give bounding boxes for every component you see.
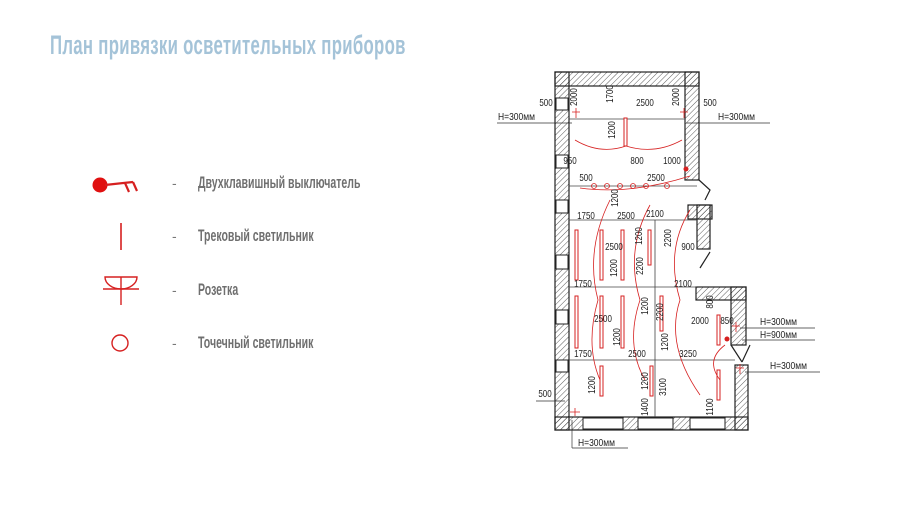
leader-lines (497, 122, 820, 449)
dimension-label: 1200 (606, 121, 617, 139)
dimension-label: 2500 (628, 348, 646, 359)
dimension-label: 1700 (604, 85, 615, 103)
dimension-label: 1400 (639, 398, 650, 416)
legend-item-socket (85, 275, 155, 305)
height-label: H=300мм (760, 316, 797, 327)
track-lights (574, 117, 721, 401)
dimension-label: 2000 (670, 88, 681, 106)
dimension-label: 1200 (633, 227, 644, 245)
dimension-label: 2200 (634, 257, 645, 275)
height-label: H=300мм (770, 360, 807, 371)
dimension-label: 2500 (594, 313, 612, 324)
double-switch-icon (92, 177, 139, 193)
legend-label-track: Трековый светильник (198, 226, 314, 245)
dimension-label: 1200 (659, 333, 670, 351)
dimension-label: 1200 (586, 376, 597, 394)
partitions (569, 118, 735, 417)
legend-item-track (85, 222, 155, 252)
legend-label-switch: Двухклавишный выключатель (198, 173, 361, 192)
dimension-label: 2500 (605, 241, 623, 252)
dimension-label: 1000 (663, 155, 681, 166)
dimension-label: 3100 (657, 378, 668, 396)
legend-item-switch (85, 170, 155, 200)
switches (683, 166, 730, 342)
legend-label-spot: Точечный светильник (198, 333, 314, 352)
page-title: План привязки осветительных приборов (50, 30, 406, 60)
dimension-label: 2500 (636, 97, 654, 108)
legend-label-socket: Розетка (198, 280, 239, 299)
sockets (570, 108, 744, 416)
dimension-label: 1200 (609, 189, 620, 207)
dimension-label: 900 (681, 241, 694, 252)
legend-dash: - (172, 175, 177, 191)
legend-dash: - (172, 335, 177, 351)
dimension-label: 1200 (611, 328, 622, 346)
dimension-label: 2200 (654, 303, 665, 321)
height-label: H=900мм (760, 329, 797, 340)
dimension-label: 2000 (691, 315, 709, 326)
legend-item-spot (85, 328, 155, 358)
dimension-label: 850 (720, 315, 733, 326)
height-label: H=300мм (578, 437, 615, 448)
dimension-label: 1100 (704, 398, 715, 415)
dimension-label: 2100 (646, 208, 664, 219)
dimension-labels: 500 2000 1700 2500 2000 500 1200 950 800 1000 500 2… (538, 85, 733, 416)
height-label: H=300мм (718, 111, 755, 122)
dimension-label: 500 (539, 97, 552, 108)
legend-dash: - (172, 282, 177, 298)
dimension-label: 2000 (568, 88, 579, 106)
dimension-label: 2200 (662, 229, 673, 247)
doors (698, 179, 751, 363)
dimension-label: 800 (630, 155, 643, 166)
dimension-label: 1200 (639, 372, 650, 390)
dimension-label: 500 (703, 97, 716, 108)
dimension-label: 3250 (679, 348, 697, 359)
dimension-label: 500 (538, 388, 551, 399)
dimension-label: 2500 (617, 210, 635, 221)
dimension-label: 2100 (674, 278, 692, 289)
dimension-label: 1200 (639, 297, 650, 315)
dimension-label: 500 (579, 172, 592, 183)
dimension-label: 800 (704, 295, 715, 308)
dimension-label: 1750 (574, 348, 592, 359)
dimension-label: 2500 (647, 172, 665, 183)
track-light-icon (120, 223, 122, 250)
legend-dash: - (172, 228, 177, 244)
windows (555, 97, 726, 430)
dimension-label: 1750 (574, 278, 592, 289)
dimension-label: 1200 (608, 259, 619, 277)
height-label: H=300мм (498, 111, 535, 122)
dimension-label: 950 (563, 155, 576, 166)
spot-lights (591, 183, 670, 189)
spot-light-icon (111, 334, 129, 352)
socket-icon (103, 276, 139, 305)
dimension-label: 1750 (577, 210, 595, 221)
